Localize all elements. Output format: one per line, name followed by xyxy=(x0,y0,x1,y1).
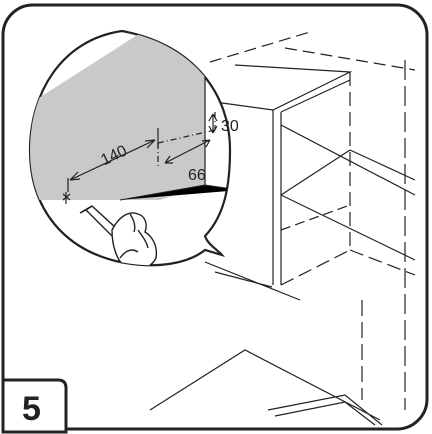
wall-panel xyxy=(30,31,205,200)
width-dimension-arrow xyxy=(69,139,156,181)
cabinet-drawing xyxy=(149,31,416,426)
dimension-lines xyxy=(62,112,218,204)
depth-dimension-arrow xyxy=(164,139,211,164)
outer-frame xyxy=(1,3,429,431)
height-dimension-label: 30 xyxy=(221,118,239,135)
zoom-callout: 140 30 66 xyxy=(28,29,239,267)
step-number-box: 5 xyxy=(1,378,68,434)
step-number: 5 xyxy=(22,390,41,428)
hand-with-pencil-icon xyxy=(79,205,158,266)
depth-dimension-label: 66 xyxy=(188,167,206,184)
